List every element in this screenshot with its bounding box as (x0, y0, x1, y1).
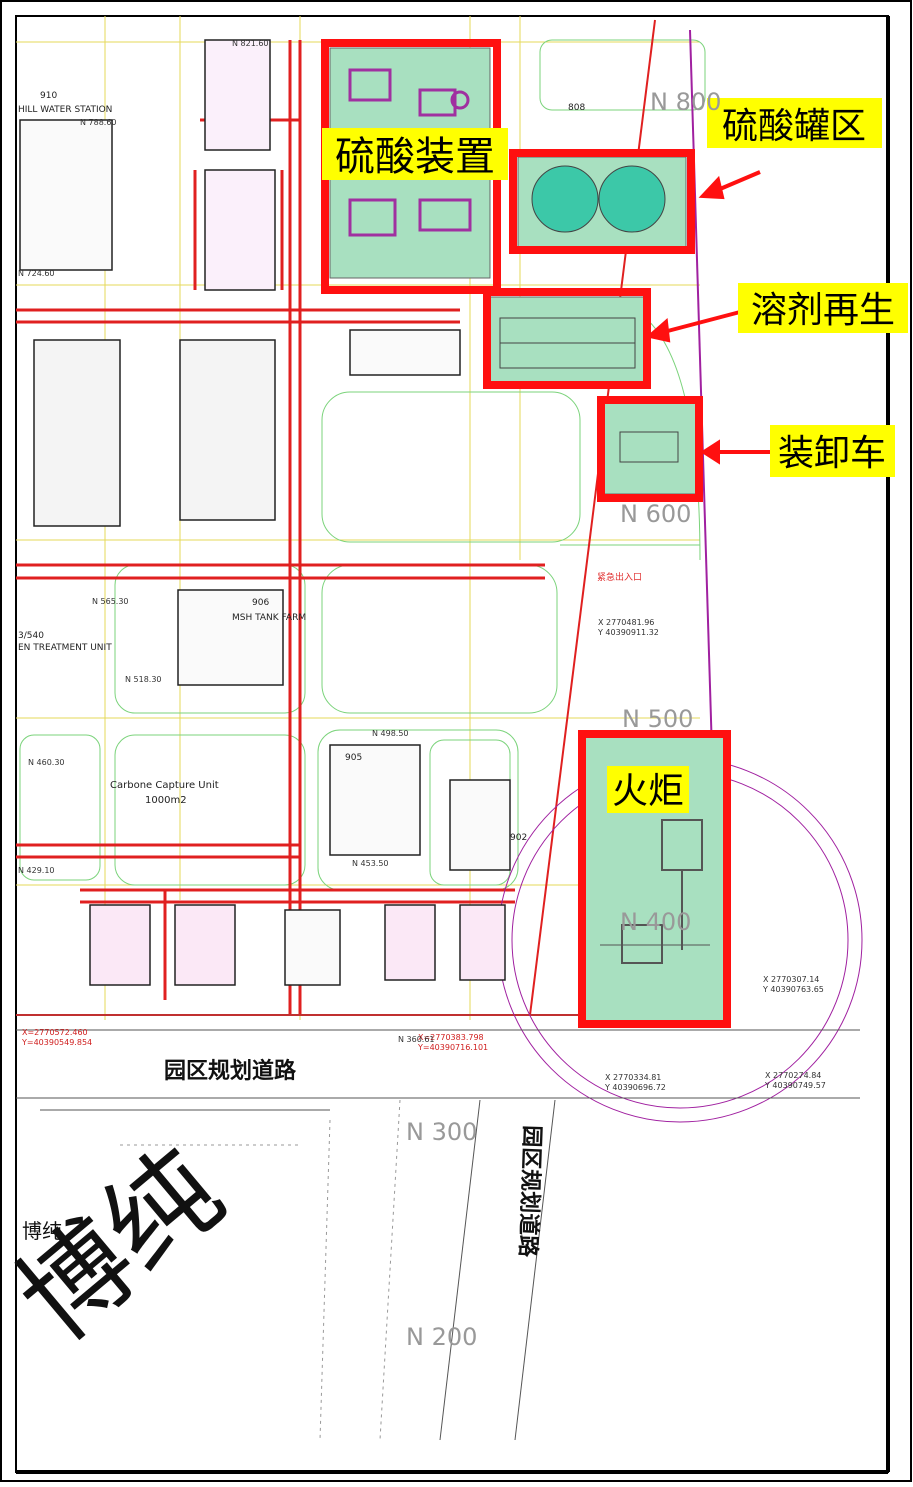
svg-text:Y 40390749.57: Y 40390749.57 (764, 1081, 826, 1090)
svg-text:Y 40390911.32: Y 40390911.32 (597, 628, 659, 637)
box-loading (597, 396, 703, 502)
highlight-boxes (321, 39, 731, 1028)
label-carbon-capture: Carbone Capture Unit (110, 780, 219, 791)
label-chill-station: HILL WATER STATION (18, 105, 112, 115)
label-808: 808 (568, 103, 585, 113)
svg-text:N 360.61: N 360.61 (398, 1035, 435, 1044)
grid-n400: N 400 (620, 908, 691, 936)
svg-text:N 788.60: N 788.60 (80, 118, 117, 127)
road-label-vertical: 园区规划道路 (514, 1125, 545, 1259)
label-bg-solvent (738, 283, 908, 333)
callout-labels: 硫酸装置 硫酸罐区 溶剂再生 装卸车 火炬 (322, 98, 908, 813)
grid-n600: N 600 (620, 500, 691, 528)
svg-text:X=2770383.798: X=2770383.798 (418, 1033, 484, 1042)
loading-area (602, 397, 699, 495)
tank-2 (598, 165, 666, 233)
grid-labels: N 800 N 600 N 500 N 400 N 300 N 200 (406, 88, 721, 1351)
label-treatment: EN TREATMENT UNIT (18, 643, 112, 653)
label-906: 906 (252, 598, 269, 608)
svg-text:N 724.60: N 724.60 (18, 269, 55, 278)
svg-text:Y=40390549.854: Y=40390549.854 (21, 1038, 92, 1047)
label-emergency: 紧急出入口 (597, 571, 642, 583)
callout-arrows (645, 170, 770, 465)
label-bg-tank (707, 98, 882, 148)
label-loading: 装卸车 (778, 433, 886, 474)
arrow-solvent (659, 310, 741, 335)
label-910: 910 (40, 91, 57, 101)
solvent-regen-area (489, 296, 649, 383)
svg-text:Y 40390763.65: Y 40390763.65 (762, 985, 824, 994)
coordinate-labels: X 2770481.96 Y 40390911.32 X 2770307.14 … (18, 39, 826, 1092)
svg-text:X 2770481.96: X 2770481.96 (598, 618, 654, 627)
svg-text:Y=40390716.101: Y=40390716.101 (417, 1043, 488, 1052)
label-bg-loading (770, 425, 895, 477)
label-carbon-area: 1000m2 (145, 795, 187, 806)
svg-text:N 565.30: N 565.30 (92, 597, 129, 606)
road-label-horizontal: 园区规划道路 (164, 1058, 297, 1084)
label-bg-flare (607, 766, 689, 813)
small-labels: 910 HILL WATER STATION 808 906 MSH TANK … (18, 91, 642, 843)
svg-text:X 2770334.81: X 2770334.81 (605, 1073, 661, 1082)
label-540: 3/540 (18, 631, 44, 641)
svg-text:X 2770307.14: X 2770307.14 (763, 975, 819, 984)
grid-n200: N 200 (406, 1323, 477, 1351)
box-tank-area (509, 149, 695, 254)
svg-text:X=2770572.460: X=2770572.460 (22, 1028, 88, 1037)
label-bg-sulfuric (322, 128, 508, 180)
svg-text:N 498.50: N 498.50 (372, 729, 409, 738)
svg-text:N 518.30: N 518.30 (125, 675, 162, 684)
tank-1 (531, 165, 599, 233)
box-flare (578, 730, 731, 1028)
svg-text:X 2770274.84: X 2770274.84 (765, 1071, 821, 1080)
svg-text:Y 40390696.72: Y 40390696.72 (604, 1083, 666, 1092)
grid-n300: N 300 (406, 1118, 477, 1146)
svg-text:N 453.50: N 453.50 (352, 859, 389, 868)
grid-n800: N 800 (650, 88, 721, 116)
label-906-name: MSH TANK FARM (232, 613, 306, 623)
watermark-small: 博纯 (22, 1219, 62, 1243)
label-flare: 火炬 (612, 771, 684, 812)
box-solvent-regen (483, 288, 651, 389)
grid-n500: N 500 (622, 705, 693, 733)
label-902: 902 (510, 833, 527, 843)
label-905: 905 (345, 753, 362, 763)
svg-text:N 460.30: N 460.30 (28, 758, 65, 767)
label-tank-area: 硫酸罐区 (722, 106, 866, 147)
svg-text:N 429.10: N 429.10 (18, 866, 55, 875)
svg-text:N 821.60: N 821.60 (232, 39, 269, 48)
label-sulfuric-unit: 硫酸装置 (335, 134, 495, 180)
label-solvent-regen: 溶剂再生 (751, 290, 895, 331)
